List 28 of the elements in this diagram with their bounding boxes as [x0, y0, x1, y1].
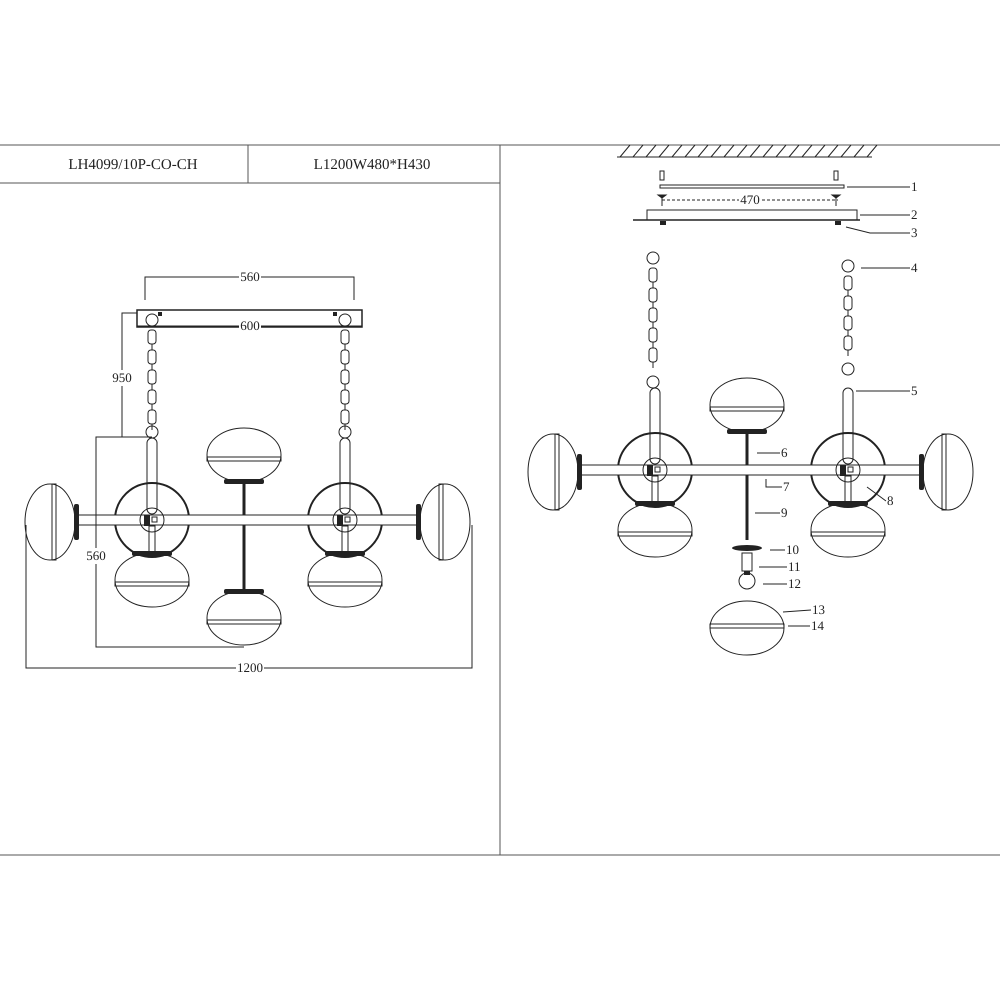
callout-number: 10: [786, 544, 799, 556]
leader-line: [756, 452, 780, 454]
callout-number: 13: [812, 604, 825, 616]
callout-number: 6: [781, 447, 788, 459]
callout-number: 3: [911, 227, 918, 239]
leader-line: [846, 226, 910, 234]
callout-number: 8: [887, 495, 894, 507]
leader-line: [866, 486, 886, 502]
callout-number: 14: [811, 620, 824, 632]
leader-line: [754, 512, 780, 514]
model-number: LH4099/10P-CO-CH: [67, 157, 199, 173]
leader-line: [758, 566, 788, 568]
callout-number: 7: [783, 481, 790, 493]
dimension-label: 950: [111, 370, 133, 386]
callout-number: 4: [911, 262, 918, 274]
callout-number: 11: [788, 561, 801, 573]
callout-number: 5: [911, 385, 918, 397]
dimension-label: 560: [85, 548, 107, 564]
callout-number: 9: [781, 507, 788, 519]
size-code: L1200W480*H430: [312, 157, 432, 173]
leader-line: [766, 478, 782, 488]
leader-line: [782, 610, 812, 612]
leader-line: [846, 186, 910, 188]
callout-number: 12: [788, 578, 801, 590]
callout-number: 1: [911, 181, 918, 193]
leader-line: [856, 390, 910, 392]
callout-number: 2: [911, 209, 918, 221]
leader-line: [860, 214, 910, 216]
